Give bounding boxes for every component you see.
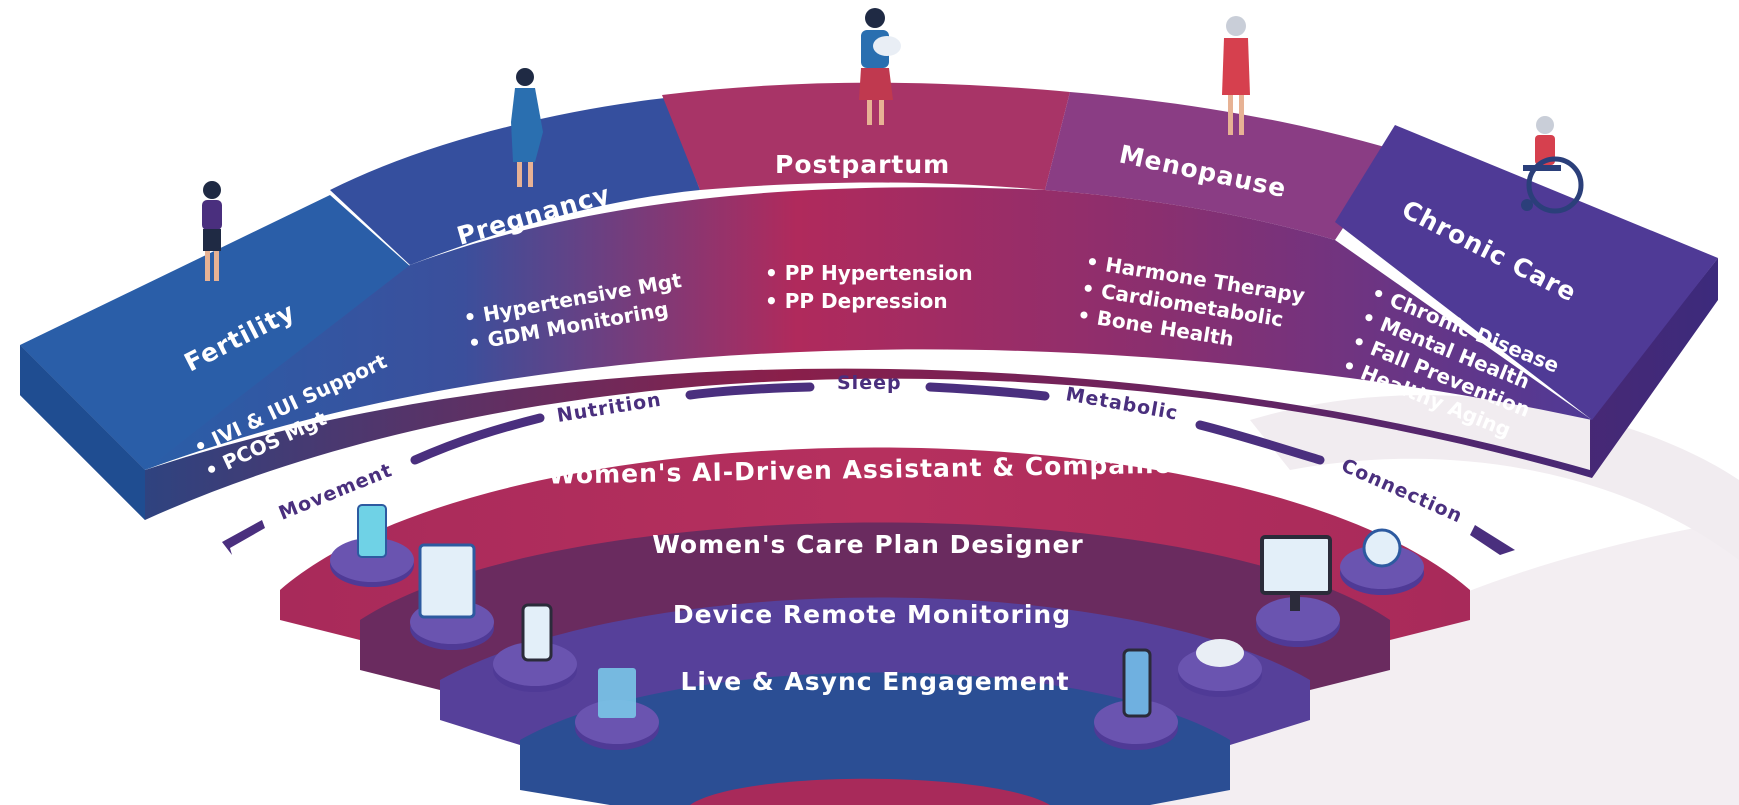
woman-figure-icon xyxy=(202,181,222,281)
phone-icon xyxy=(357,504,387,558)
fertility-block-front xyxy=(20,345,145,520)
ring-label-live-engagement: Live & Async Engagement xyxy=(680,667,1069,696)
bullet-item: • PP Hypertension xyxy=(765,261,973,285)
stage-band-side xyxy=(20,258,1718,520)
smart-speaker-icon xyxy=(1196,639,1244,667)
platform-left-3 xyxy=(493,603,577,692)
background-swoosh xyxy=(1150,520,1739,805)
tablet-icon xyxy=(418,543,476,619)
pillar-arc-segment xyxy=(1195,420,1325,465)
menopause-block xyxy=(1045,92,1395,240)
pregnancy-block xyxy=(330,98,700,265)
ring-label-remote-monitoring: Device Remote Monitoring xyxy=(673,600,1071,629)
platform-right-1 xyxy=(1340,528,1424,595)
robot-icon xyxy=(1362,528,1402,568)
postpartum-block xyxy=(662,82,1070,190)
platform-right-2 xyxy=(1256,535,1340,647)
pillar-label-connection: Connection xyxy=(1338,454,1466,527)
platform-right-3 xyxy=(1178,639,1262,697)
stage-band-face xyxy=(145,187,1592,470)
platform-left-1 xyxy=(330,504,414,587)
phone-icon xyxy=(521,603,553,662)
ring-label-care-plan: Women's Care Plan Designer xyxy=(652,530,1084,559)
platform-left-2 xyxy=(410,543,494,650)
stage-band xyxy=(20,82,1718,520)
video-call-icon xyxy=(598,668,636,718)
pillar-label-sleep: Sleep xyxy=(837,372,902,394)
chronic-care-block xyxy=(1335,125,1718,420)
mother-with-baby-icon xyxy=(859,8,901,125)
rings xyxy=(280,447,1470,805)
wheelchair-icon xyxy=(1521,116,1584,214)
arrow-left-icon xyxy=(222,520,265,555)
pillar-arc-segment xyxy=(685,382,815,400)
platform-right-4 xyxy=(1094,648,1178,750)
bullet-item: • PP Depression xyxy=(765,289,948,313)
pillar-arc xyxy=(410,382,1325,465)
monitor-icon xyxy=(1260,535,1332,595)
stage-title-postpartum: Postpartum xyxy=(775,150,950,179)
pillar-arc-segment xyxy=(925,382,1050,401)
arrow-right-icon xyxy=(1470,525,1515,555)
bullets-postpartum: • PP Hypertension • PP Depression xyxy=(765,261,973,313)
pregnant-woman-icon xyxy=(511,68,543,187)
ring-3 xyxy=(440,597,1310,745)
pillar-arc-segment xyxy=(410,413,545,465)
platform-left-4 xyxy=(575,668,659,750)
fertility-block xyxy=(20,195,420,470)
phone-icon xyxy=(1122,648,1152,718)
center-arc xyxy=(690,778,1050,805)
older-woman-icon xyxy=(1222,16,1250,135)
ring-inner xyxy=(520,672,1230,805)
